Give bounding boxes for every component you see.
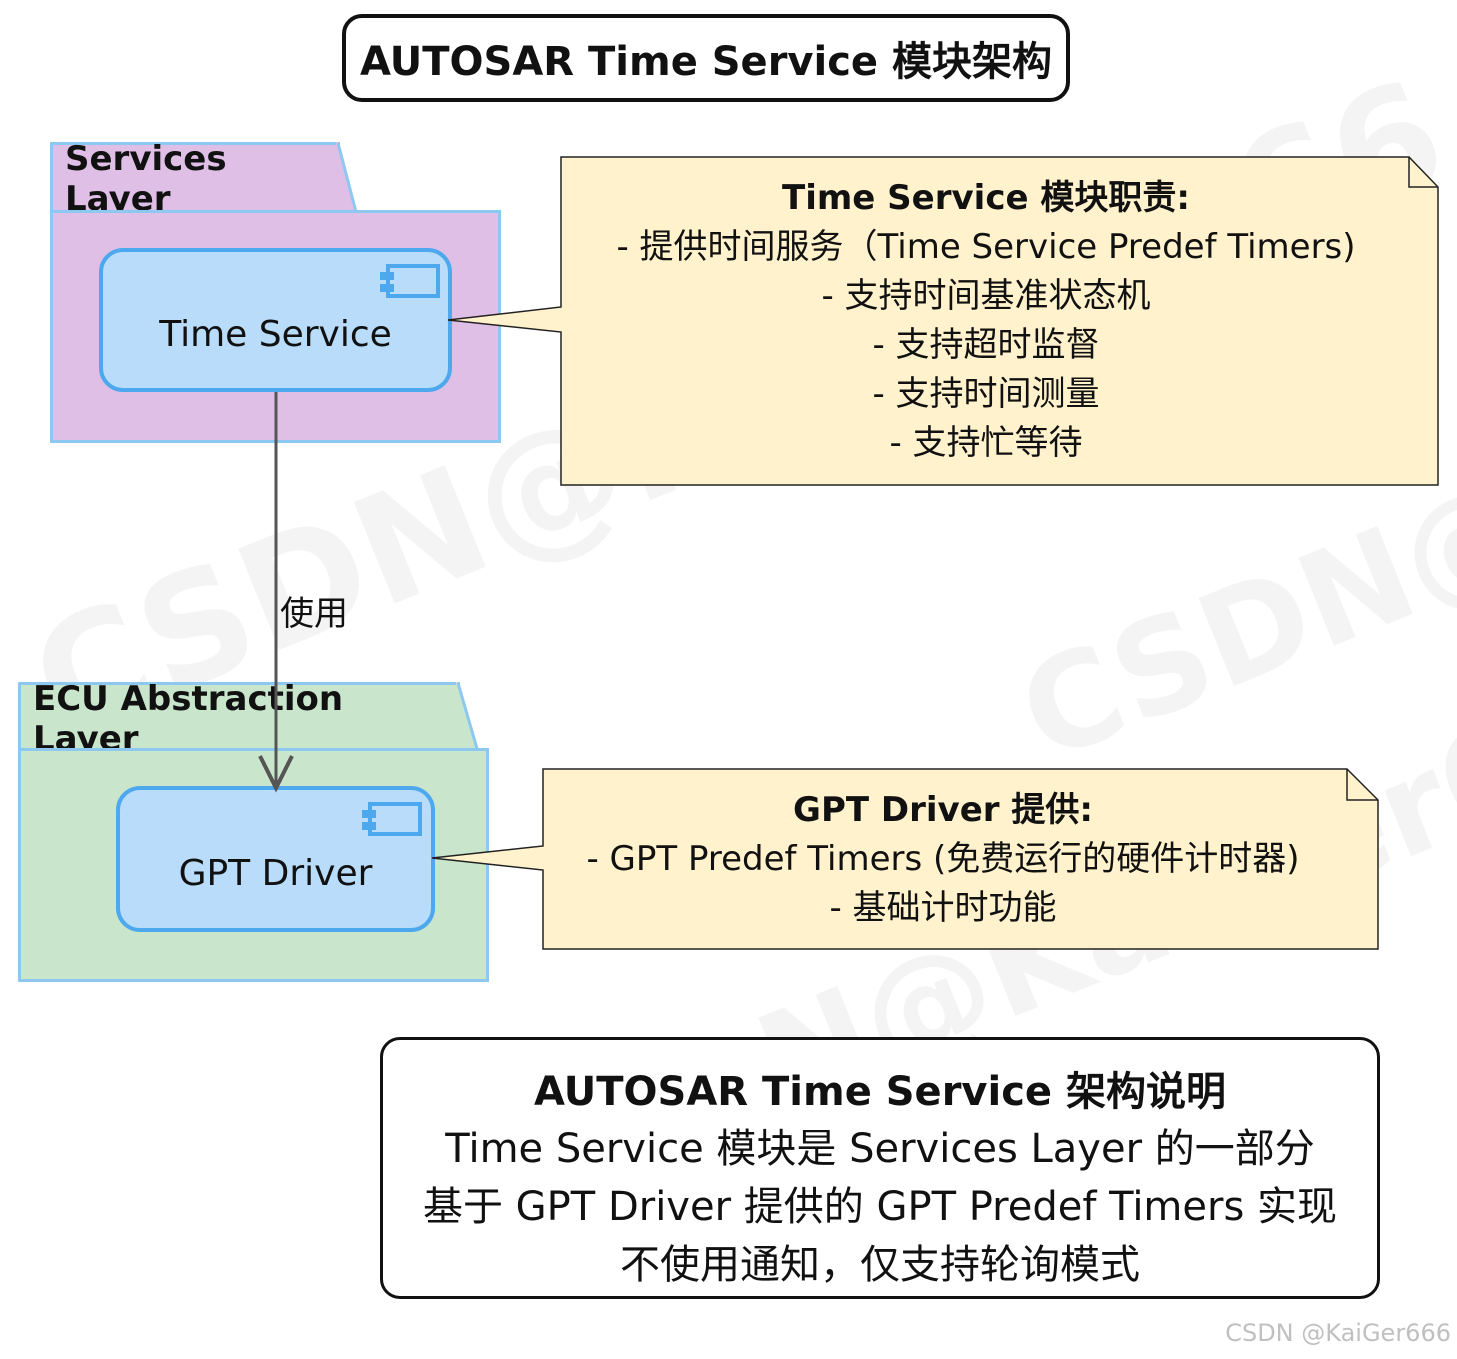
time-service-note: Time Service 模块职责: - 提供时间服务（Time Service…: [561, 174, 1411, 468]
note-line: - 支持时间基准状态机: [821, 276, 1151, 316]
component-icon: [380, 264, 440, 298]
note-title: Time Service 模块职责:: [782, 178, 1190, 218]
services-layer-label: Services Layer: [65, 138, 227, 219]
component-icon: [362, 802, 422, 836]
note-line: - 基础计时功能: [829, 888, 1057, 928]
gpt-driver-note: GPT Driver 提供: - GPT Predef Timers (免费运行…: [543, 786, 1343, 933]
gpt-note-shape: [431, 768, 1379, 950]
note-title: GPT Driver 提供:: [793, 790, 1093, 830]
source-credit: CSDN @KaiGer666: [1225, 1319, 1451, 1347]
note-fold: [1408, 157, 1438, 188]
summary-title: AUTOSAR Time Service 架构说明: [534, 1069, 1226, 1115]
note-line: - 支持忙等待: [889, 423, 1083, 463]
diagram-title: AUTOSAR Time Service 模块架构: [342, 14, 1070, 102]
ecu-layer-tab-slope: [456, 682, 480, 752]
services-layer-tab: Services Layer: [50, 139, 340, 219]
note-fold: [1346, 769, 1378, 801]
summary-line: 基于 GPT Driver 提供的 GPT Predef Timers 实现: [422, 1184, 1338, 1230]
time-service-label: Time Service: [159, 313, 392, 355]
note-line: - GPT Predef Timers (免费运行的硬件计时器): [586, 839, 1300, 879]
services-layer-tab-slope: [336, 142, 358, 212]
note-line: - 提供时间服务（Time Service Predef Timers): [616, 227, 1356, 267]
arrow-head: [258, 755, 294, 793]
time-service-note-shape: [447, 156, 1439, 486]
note-line: - 支持时间测量: [872, 374, 1100, 414]
uses-label: 使用: [280, 594, 348, 634]
architecture-summary: AUTOSAR Time Service 架构说明 Time Service 模…: [380, 1037, 1380, 1299]
summary-line: 不使用通知，仅支持轮询模式: [620, 1242, 1140, 1288]
note-line: - 支持超时监督: [872, 325, 1100, 365]
gpt-driver-label: GPT Driver: [178, 852, 373, 894]
summary-line: Time Service 模块是 Services Layer 的一部分: [445, 1126, 1315, 1172]
ecu-layer-tab: ECU Abstraction Layer: [18, 679, 460, 759]
